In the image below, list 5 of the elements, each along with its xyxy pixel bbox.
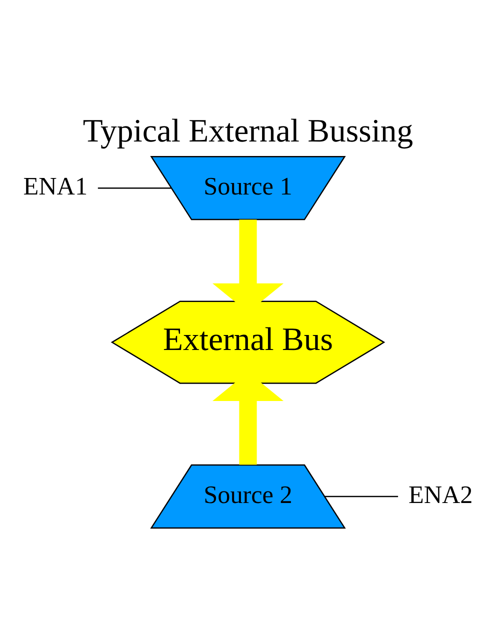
connector [324,495,398,497]
diagram-title: Typical External Bussing [82,112,414,149]
node-text: ENA1 [23,172,88,200]
node-text: ENA2 [408,481,473,508]
connector [98,186,172,188]
